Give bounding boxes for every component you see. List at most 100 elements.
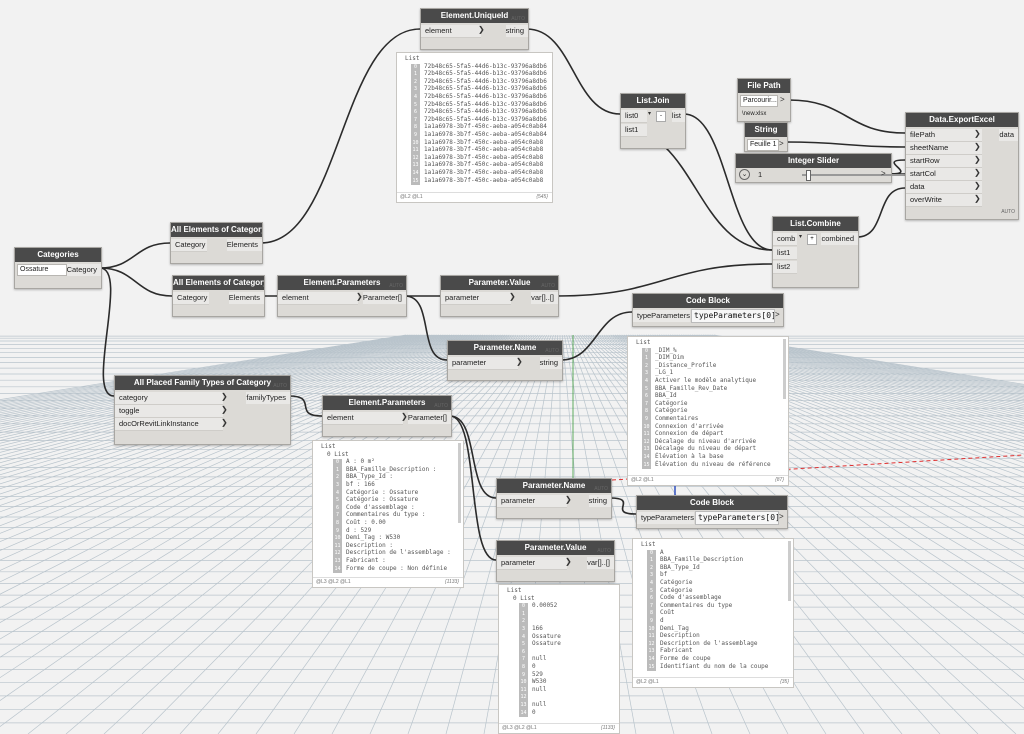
input-port[interactable]: element — [323, 412, 403, 425]
add-input-button[interactable]: + — [807, 234, 817, 245]
row-value: _LG_1 — [655, 369, 674, 377]
input-port[interactable]: element — [278, 292, 358, 305]
parameter-name-node-1[interactable]: Parameter.Name parameter ❯ string AUTO — [447, 340, 563, 381]
input-port[interactable]: parameter — [497, 495, 567, 508]
output-port[interactable]: string — [505, 25, 528, 37]
row-value: BBA_Id — [655, 392, 677, 400]
remove-input-button[interactable]: - — [656, 111, 666, 122]
input-port-startrow[interactable]: startRow — [906, 155, 982, 168]
category-dropdown[interactable]: Ossature — [17, 264, 67, 276]
row-index: 9 — [647, 617, 656, 626]
output-port[interactable]: combined — [821, 233, 858, 245]
input-port-category[interactable]: category — [115, 392, 223, 405]
row-value: _DIM_Dim — [655, 354, 684, 362]
input-port-list1[interactable]: list1 — [621, 124, 647, 137]
integer-slider-node[interactable]: Integer Slider ⌄ 1 > — [735, 153, 914, 183]
chevron-right-icon: ❯ — [221, 392, 228, 401]
chevron-right-icon[interactable]: > — [779, 139, 784, 148]
output-port[interactable]: list — [671, 110, 685, 122]
input-port-list0[interactable]: list0 — [621, 110, 647, 123]
browse-button[interactable]: Parcourir... — [740, 95, 778, 107]
code-editor[interactable]: typeParameters[0]; — [691, 309, 775, 323]
chevron-right-icon[interactable]: > — [881, 169, 886, 178]
element-parameters-node-2[interactable]: Element.Parameters element ❯ Parameter[]… — [322, 395, 452, 437]
output-port[interactable]: data — [999, 129, 1018, 141]
code-block-node-2[interactable]: Code Block typeParameters typeParameters… — [636, 495, 788, 529]
parameter-value-node-2[interactable]: Parameter.Value parameter ❯ var[]..[] AU… — [496, 540, 615, 582]
output-port[interactable]: Elements — [228, 292, 264, 304]
input-port[interactable]: parameter — [497, 557, 567, 570]
expand-slider-icon[interactable]: ⌄ — [739, 169, 750, 180]
output-port[interactable]: familyTypes — [246, 392, 290, 404]
all-elements-node-1[interactable]: All Elements of Category Category Elemen… — [170, 222, 263, 264]
unique-id-node[interactable]: Element.UniqueId element ❯ string AUTO — [420, 8, 529, 50]
input-port[interactable]: typeParameters — [633, 310, 690, 322]
code-block-node-1[interactable]: Code Block typeParameters typeParameters… — [632, 293, 784, 327]
input-port-list2[interactable]: list2 — [773, 261, 797, 274]
row-index: 4 — [647, 579, 656, 588]
output-port[interactable]: var[]..[] — [587, 557, 614, 569]
input-port[interactable]: parameter — [448, 357, 518, 370]
row-value: Activer le modèle analytique — [655, 376, 757, 384]
input-port-list1[interactable]: list1 — [773, 247, 797, 260]
output-port[interactable]: string — [588, 495, 611, 507]
scrollbar[interactable] — [783, 339, 786, 399]
input-port[interactable]: Category — [173, 292, 209, 305]
row-index: 13 — [519, 701, 528, 710]
output-port[interactable]: var[]..[] — [531, 292, 558, 304]
row-value: 1a1a6978-3b7f-450c-aeba-a054c0ab8 — [424, 176, 544, 184]
code-editor[interactable]: typeParameters[0]; — [695, 511, 779, 525]
output-port[interactable]: Elements — [226, 239, 262, 251]
input-port-comb[interactable]: comb — [773, 233, 797, 246]
slider-track[interactable] — [802, 174, 914, 176]
input-port-startcol[interactable]: startCol — [906, 168, 982, 181]
input-port-data[interactable]: data — [906, 181, 982, 194]
input-port[interactable]: Category — [171, 239, 207, 252]
string-node[interactable]: String Feuille 1 > — [744, 122, 788, 152]
output-port[interactable]: Parameter[] — [362, 292, 406, 304]
file-path-node[interactable]: File Path Parcourir... > \new.xlsx — [737, 78, 791, 122]
row-value: A : 0 m² — [346, 458, 375, 466]
output-port[interactable]: Parameter[] — [407, 412, 451, 424]
export-excel-node[interactable]: Data.ExportExcel filePath ❯ sheetName ❯ … — [905, 112, 1019, 220]
input-port-doc[interactable]: docOrRevitLinkInstance — [115, 418, 223, 431]
input-port-toggle[interactable]: toggle — [115, 405, 223, 418]
scrollbar[interactable] — [788, 541, 791, 601]
input-port[interactable]: typeParameters — [637, 512, 694, 524]
output-port[interactable]: string — [539, 357, 562, 369]
slider-thumb[interactable] — [806, 170, 811, 181]
chevron-right-icon[interactable]: > — [779, 512, 784, 521]
input-port[interactable]: parameter — [441, 292, 511, 305]
input-port-sheetname[interactable]: sheetName — [906, 142, 982, 155]
all-elements-node-2[interactable]: All Elements of Category Category Elemen… — [172, 275, 265, 317]
output-port[interactable]: Category — [66, 264, 101, 276]
parameter-name-node-2[interactable]: Parameter.Name parameter ❯ string AUTO — [496, 478, 612, 519]
chevron-right-icon[interactable]: > — [775, 310, 780, 319]
chevron-right-icon[interactable]: > — [780, 95, 785, 104]
list-join-node[interactable]: List.Join list0 ▾ - list1 list — [620, 93, 686, 149]
element-parameters-node-1[interactable]: Element.Parameters element ❯ Parameter[]… — [277, 275, 407, 317]
input-port-overwrite[interactable]: overWrite — [906, 194, 982, 207]
placed-family-types-node[interactable]: All Placed Family Types of Category cate… — [114, 375, 291, 445]
input-port[interactable]: element — [421, 25, 481, 38]
parameter-value-node-1[interactable]: Parameter.Value parameter ❯ var[]..[] AU… — [440, 275, 559, 317]
row-value: 1a1a6978-3b7f-450c-aeba-a054c0ab8 — [424, 168, 544, 176]
input-port-filepath[interactable]: filePath — [906, 129, 982, 142]
list-combine-node[interactable]: List.Combine comb ▾ + list1 list2 combin… — [772, 216, 859, 288]
categories-node[interactable]: Categories Ossature ▾ Category — [14, 247, 102, 289]
scrollbar[interactable] — [458, 443, 461, 523]
string-input[interactable]: Feuille 1 — [747, 139, 779, 151]
